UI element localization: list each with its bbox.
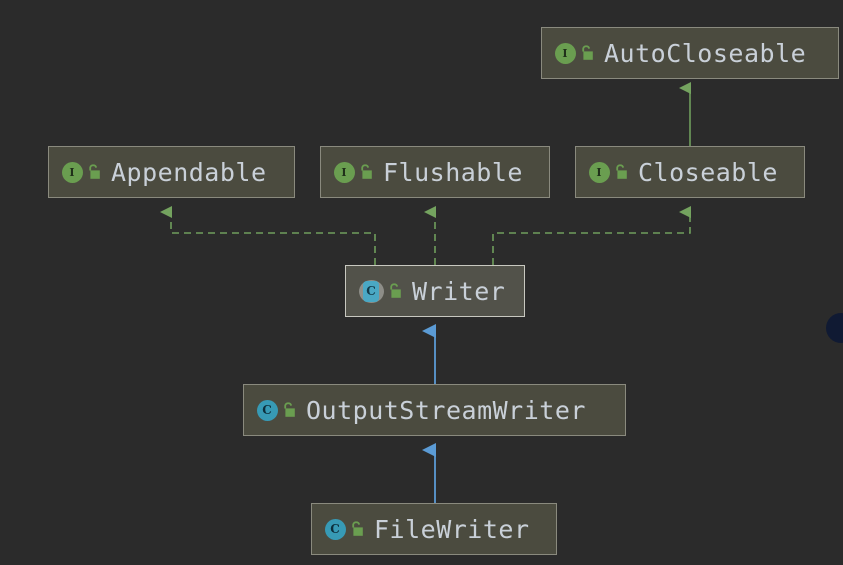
unlocked-padlock-icon <box>387 282 402 300</box>
interface-icon: I <box>554 42 576 64</box>
class-icon: C <box>324 518 346 540</box>
edge-indicator-dot <box>826 313 843 343</box>
interface-glyph: I <box>69 165 75 179</box>
node-outputstreamwriter[interactable]: C OutputStreamWriter <box>243 384 626 436</box>
icon-group: I <box>588 161 628 183</box>
node-appendable[interactable]: I Appendable <box>48 146 295 198</box>
icon-group: I <box>61 161 101 183</box>
node-label: AutoCloseable <box>604 38 807 68</box>
unlocked-padlock-icon <box>86 163 101 181</box>
edge-writer-implements-closeable <box>492 206 691 265</box>
interface-glyph: I <box>341 165 347 179</box>
node-filewriter[interactable]: C FileWriter <box>311 503 557 555</box>
unlocked-padlock-icon <box>281 401 296 419</box>
node-label: OutputStreamWriter <box>306 395 586 425</box>
class-icon: C <box>256 399 278 421</box>
node-autocloseable[interactable]: I AutoCloseable <box>541 27 839 79</box>
class-glyph: C <box>330 522 340 536</box>
interface-glyph: I <box>596 165 602 179</box>
node-label: Flushable <box>383 157 523 187</box>
icon-group: C <box>256 399 296 421</box>
edge-writer-implements-appendable <box>160 206 376 265</box>
unlocked-padlock-icon <box>579 44 594 62</box>
interface-icon: I <box>61 161 83 183</box>
node-label: Closeable <box>638 157 778 187</box>
node-label: Writer <box>412 276 506 306</box>
node-label: FileWriter <box>374 514 530 544</box>
node-writer[interactable]: C Writer <box>345 265 525 317</box>
icon-group: C <box>324 518 364 540</box>
unlocked-padlock-icon <box>358 163 373 181</box>
icon-group: C <box>358 279 402 303</box>
unlocked-padlock-icon <box>349 520 364 538</box>
abstract-class-icon: C <box>358 279 384 303</box>
class-glyph: C <box>262 403 272 417</box>
interface-glyph: I <box>562 46 568 60</box>
node-closeable[interactable]: I Closeable <box>575 146 805 198</box>
class-glyph: C <box>366 284 376 298</box>
icon-group: I <box>333 161 373 183</box>
unlocked-padlock-icon <box>613 163 628 181</box>
icon-group: I <box>554 42 594 64</box>
interface-icon: I <box>333 161 355 183</box>
node-label: Appendable <box>111 157 267 187</box>
interface-icon: I <box>588 161 610 183</box>
node-flushable[interactable]: I Flushable <box>320 146 550 198</box>
